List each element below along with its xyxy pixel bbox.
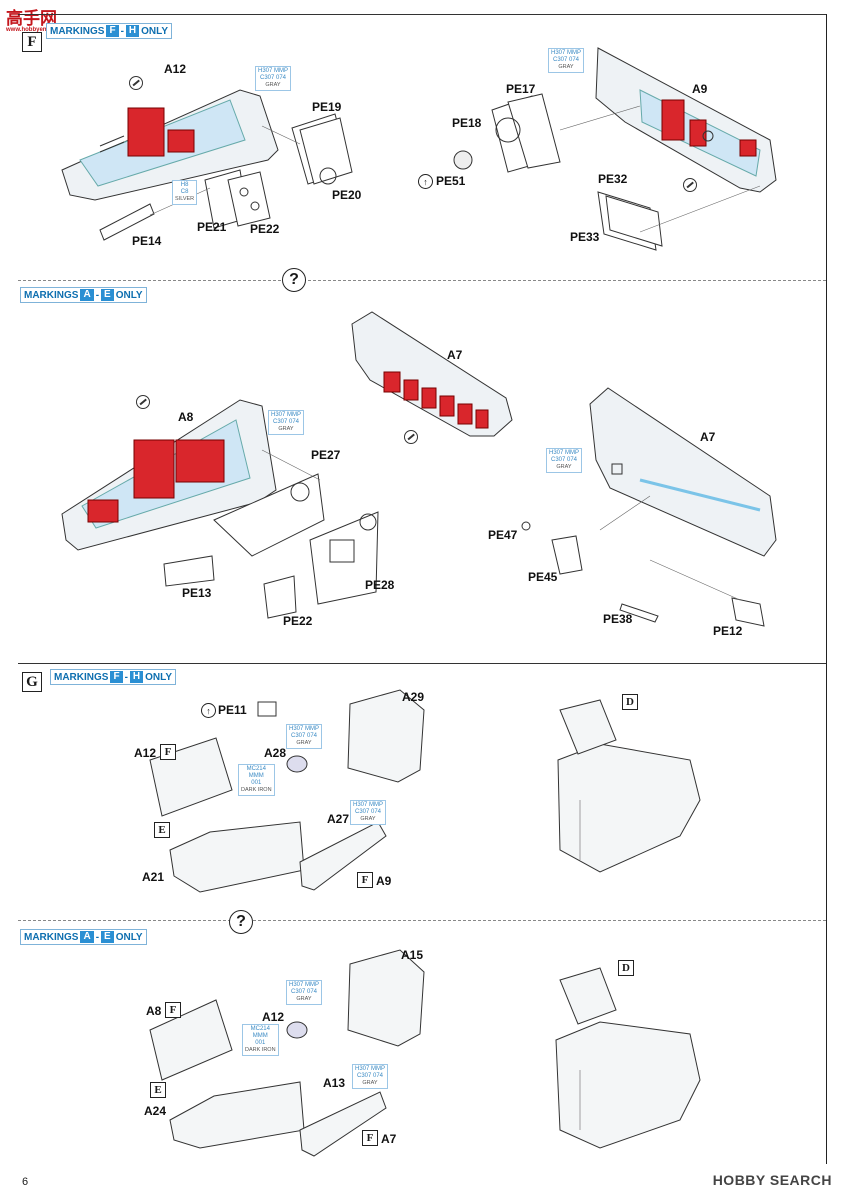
paint-callout-gray: H307 MMP C307 074 GRAY: [352, 1064, 389, 1089]
part-label: PE33: [570, 230, 600, 244]
part-label: A12: [164, 62, 187, 76]
bend-arrow-icon: ↑: [201, 703, 216, 718]
part-label: A8: [178, 410, 194, 424]
part-label: PE28: [365, 578, 395, 592]
part-label: PE22: [283, 614, 313, 628]
paint-callout-iron: MC214 MMM 001 DARK IRON: [242, 1024, 279, 1056]
paint-callout-gray: H307 MMP C307 074 GRAY: [286, 980, 323, 1005]
footer-watermark: HOBBY SEARCH: [712, 1172, 832, 1188]
part-label: PE38: [603, 612, 633, 626]
pe45-pe38-pe12: [521, 521, 765, 627]
part-label: A8: [146, 1004, 162, 1018]
marking-letter-box: E: [154, 822, 170, 838]
part-label: PE12: [713, 624, 743, 638]
part-label: PE17: [506, 82, 536, 96]
section-divider: [18, 280, 826, 281]
part-label: PE18: [452, 116, 482, 130]
part-label: A13: [323, 1076, 346, 1090]
part-label: PE20: [332, 188, 362, 202]
pe13-pe22: [163, 555, 297, 619]
question-mark: ?: [282, 268, 306, 292]
brush-icon: [136, 395, 150, 409]
part-label: PE21: [197, 220, 227, 234]
step-letter: F: [22, 32, 42, 52]
bend-arrow-icon: ↑: [418, 174, 433, 189]
part-label: A12: [134, 746, 157, 760]
page-frame: [826, 14, 827, 1164]
part-label: PE51: [436, 174, 466, 188]
pe21-pe22: [204, 169, 271, 229]
part-label: PE11: [218, 703, 247, 717]
part-label: PE14: [132, 234, 162, 248]
part-label: PE47: [488, 528, 518, 542]
a12-panel: [61, 89, 279, 201]
marking-letter-box: D: [618, 960, 634, 976]
part-label: A21: [142, 870, 165, 884]
part-label: A27: [327, 812, 350, 826]
part-label: A7: [700, 430, 716, 444]
pe19-pe20: [291, 113, 353, 185]
a9-panel: [595, 47, 777, 193]
part-label: PE45: [528, 570, 558, 584]
section-divider: [18, 920, 826, 921]
cockpit-assembled-g: [557, 699, 701, 873]
part-label: A7: [447, 348, 463, 362]
step-letter: G: [22, 672, 42, 692]
marking-letter-box: F: [362, 1130, 378, 1146]
part-label: A9: [692, 82, 708, 96]
part-label: A9: [376, 874, 392, 888]
paint-callout-gray: H307 MMP C307 074 GRAY: [286, 724, 323, 749]
top-rule: [18, 14, 826, 15]
part-label: PE13: [182, 586, 212, 600]
part-label: A15: [401, 948, 424, 962]
leader-lines: [149, 105, 761, 1130]
page-number: 6: [22, 1176, 29, 1188]
pe27-pe28: [213, 473, 379, 605]
marking-letter-box: F: [160, 744, 176, 760]
markings-tag: MARKINGS A-E ONLY: [20, 929, 147, 945]
site-logo: 高手网 www.hobbyen.com: [6, 9, 61, 33]
cockpit-assembled: [555, 967, 701, 1149]
part-label: A24: [144, 1104, 167, 1118]
paint-callout-gray: H307 MMP C307 074 GRAY: [548, 48, 585, 73]
part-label: A29: [402, 690, 425, 704]
markings-tag: MARKINGS A-E ONLY: [20, 287, 147, 303]
brush-icon: [129, 76, 143, 90]
pe32-pe33: [597, 191, 663, 251]
a7-panel-back: [589, 387, 777, 557]
part-label: A12: [262, 1010, 285, 1024]
part-label: PE19: [312, 100, 342, 114]
brush-icon: [683, 178, 697, 192]
markings-tag: MARKINGS F-H ONLY: [50, 669, 177, 685]
part-label: PE27: [311, 448, 341, 462]
a7-panel-front: [351, 311, 513, 437]
paint-callout-silver: H8 C8 SILVER: [172, 180, 198, 205]
pe14: [99, 203, 155, 241]
paint-callout-gray: H307 MMP C307 074 GRAY: [546, 448, 583, 473]
markings-tag: MARKINGS F-H ONLY: [46, 23, 173, 39]
a8-panel: [61, 399, 277, 551]
paint-callout-gray: H307 MMP C307 074 GRAY: [268, 410, 305, 435]
brush-icon: [404, 430, 418, 444]
marking-letter-box: F: [357, 872, 373, 888]
marking-letter-box: F: [165, 1002, 181, 1018]
paint-callout-iron: MC214 MMM 001 DARK IRON: [238, 764, 275, 796]
part-label: A28: [264, 746, 287, 760]
part-label: A7: [381, 1132, 397, 1146]
pe17-pe18: [453, 93, 561, 173]
section-divider-solid: [18, 663, 826, 664]
paint-callout-gray: H307 MMP C307 074 GRAY: [350, 800, 387, 825]
cockpit-tub-left: [149, 949, 425, 1157]
marking-letter-box: D: [622, 694, 638, 710]
question-mark: ?: [229, 910, 253, 934]
part-label: PE22: [250, 222, 280, 236]
paint-callout-gray: H307 MMP C307 074 GRAY: [255, 66, 292, 91]
part-label: PE32: [598, 172, 628, 186]
marking-letter-box: E: [150, 1082, 166, 1098]
cockpit-tub-left-g: [149, 689, 425, 893]
